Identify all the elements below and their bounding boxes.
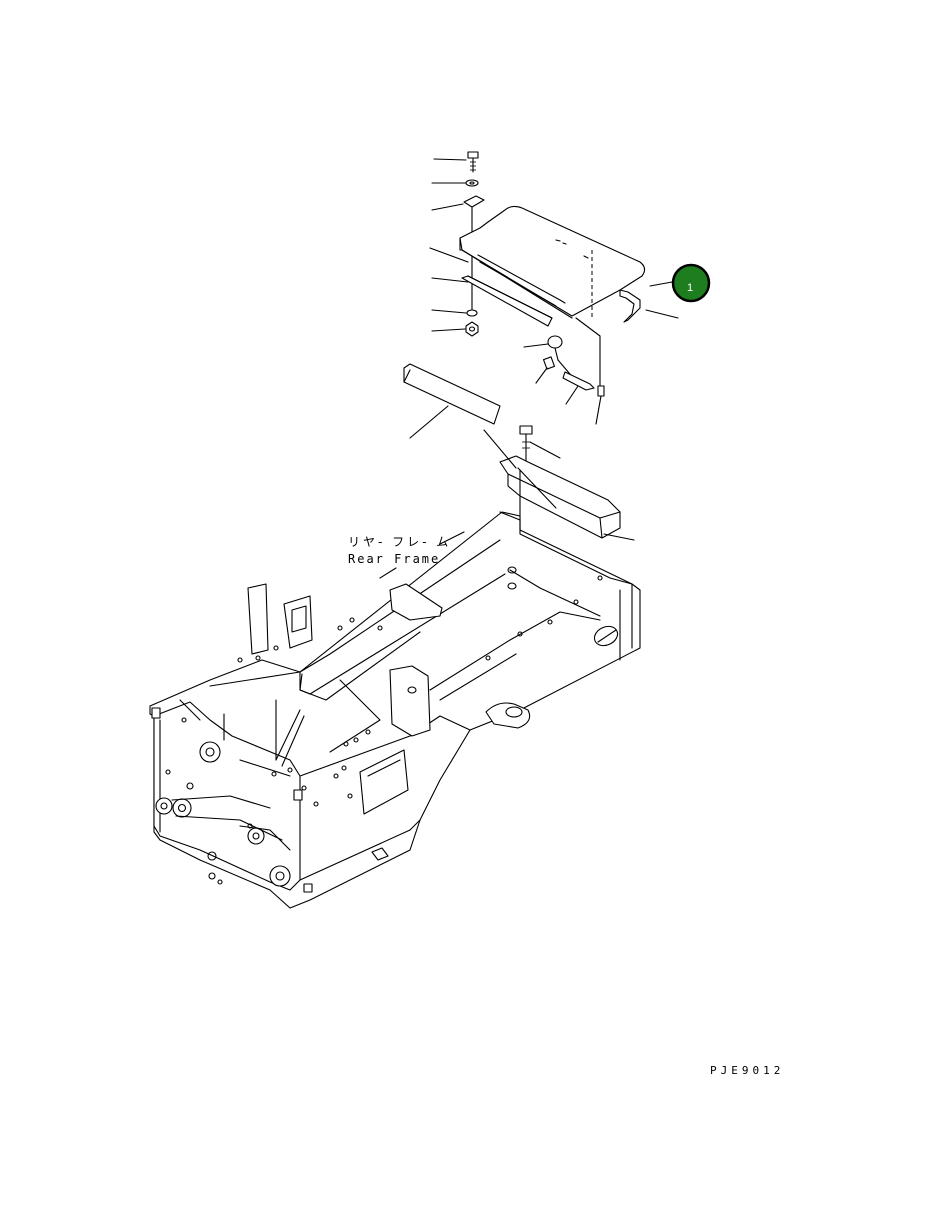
rubber-pad[interactable]: [403, 363, 501, 439]
frame-label-jp: リヤ- フレ- ム: [348, 535, 451, 549]
callout-number: 1: [687, 282, 693, 294]
rear-frame[interactable]: [149, 511, 641, 909]
drawing-code: PJE9012: [710, 1064, 784, 1077]
frame-label-en: Rear Frame: [348, 552, 440, 566]
nut-lower[interactable]: [431, 309, 478, 317]
latch-assembly[interactable]: [523, 335, 605, 425]
frame-holes: [165, 575, 603, 885]
cover-plate[interactable]: [459, 205, 679, 393]
nut-bottom[interactable]: [431, 321, 479, 337]
callout-1[interactable]: 1: [671, 263, 711, 303]
frame-label-leader: [439, 531, 465, 545]
clip-bracket[interactable]: [431, 195, 485, 215]
bolt-top[interactable]: [433, 151, 479, 173]
washer-top[interactable]: [431, 179, 479, 187]
frame-label-leader-2: [379, 567, 397, 579]
hardware-stack: [429, 151, 485, 337]
